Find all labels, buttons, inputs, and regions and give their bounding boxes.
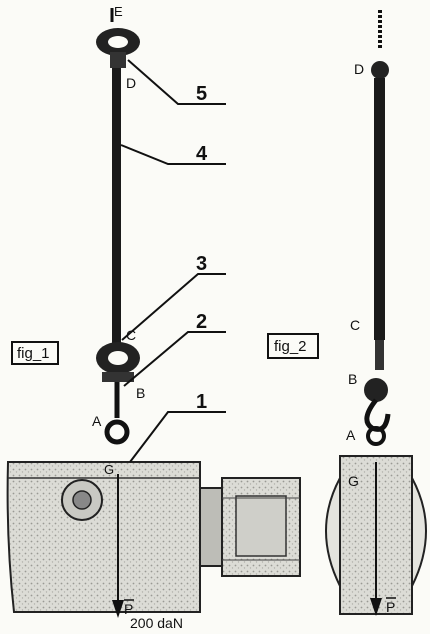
fig1-label-box bbox=[11, 341, 59, 365]
leader-2 bbox=[123, 331, 226, 387]
leader-5 bbox=[127, 59, 226, 105]
fig1-point-a: A bbox=[92, 413, 102, 429]
fig1-leaders bbox=[120, 59, 226, 463]
fig1-label: fig_1 bbox=[17, 345, 50, 362]
callout-2: 2 bbox=[196, 311, 207, 333]
callout-3: 3 bbox=[196, 253, 207, 275]
fig1-top-clamp bbox=[110, 52, 126, 68]
fig1-point-c: C bbox=[126, 327, 136, 343]
fig1-gearbox-body bbox=[6, 461, 201, 613]
fig2-hook-ring bbox=[366, 426, 386, 446]
fig2-left-cap bbox=[325, 477, 341, 587]
fig2-clamp bbox=[375, 340, 384, 370]
fig1-hook-ring bbox=[104, 419, 130, 445]
fig2-point-b: B bbox=[348, 371, 357, 387]
fig2-hook-ball bbox=[364, 378, 388, 402]
fig1-top-shackle-eye bbox=[108, 36, 128, 48]
leader-1 bbox=[129, 411, 226, 463]
fig2-point-c: C bbox=[350, 317, 360, 333]
fig1-load-arrowhead bbox=[112, 600, 124, 618]
fig1-point-g: G bbox=[104, 462, 114, 477]
fig2-force-symbol: P bbox=[386, 599, 395, 615]
fig2-point-g: G bbox=[348, 473, 359, 489]
fig2-load-arrowhead bbox=[370, 598, 382, 616]
fig1-lower-shackle-eye bbox=[108, 351, 128, 365]
fig2-assembly bbox=[325, 10, 427, 616]
callout-4: 4 bbox=[196, 143, 208, 165]
fig1-rope bbox=[112, 68, 121, 346]
fig1-motor-box bbox=[235, 495, 287, 557]
fig1-point-e: E bbox=[114, 4, 123, 19]
callout-1: 1 bbox=[196, 391, 207, 413]
fig1-force-value: 200 daN bbox=[130, 615, 183, 631]
fig1-shaft-inner bbox=[72, 490, 92, 510]
fig2-point-a: A bbox=[346, 427, 356, 443]
fig1-lower-clamp bbox=[102, 372, 134, 382]
fig2-label-box bbox=[267, 333, 319, 359]
fig2-right-cap bbox=[411, 477, 427, 587]
fig2-top-eye bbox=[371, 61, 389, 79]
fig2-rope bbox=[374, 78, 385, 340]
fig2-point-d: D bbox=[354, 61, 364, 77]
fig2-hook bbox=[364, 398, 391, 432]
leader-4 bbox=[120, 144, 226, 165]
fig1-flange bbox=[199, 487, 223, 567]
leader-3 bbox=[121, 273, 226, 341]
fig1-point-b: B bbox=[136, 385, 145, 401]
fig2-label: fig_2 bbox=[274, 338, 307, 355]
fig1-force-symbol: P bbox=[124, 601, 133, 617]
fig1-point-d: D bbox=[126, 75, 136, 91]
callout-5: 5 bbox=[196, 83, 207, 105]
fig1-assembly bbox=[6, 8, 301, 618]
